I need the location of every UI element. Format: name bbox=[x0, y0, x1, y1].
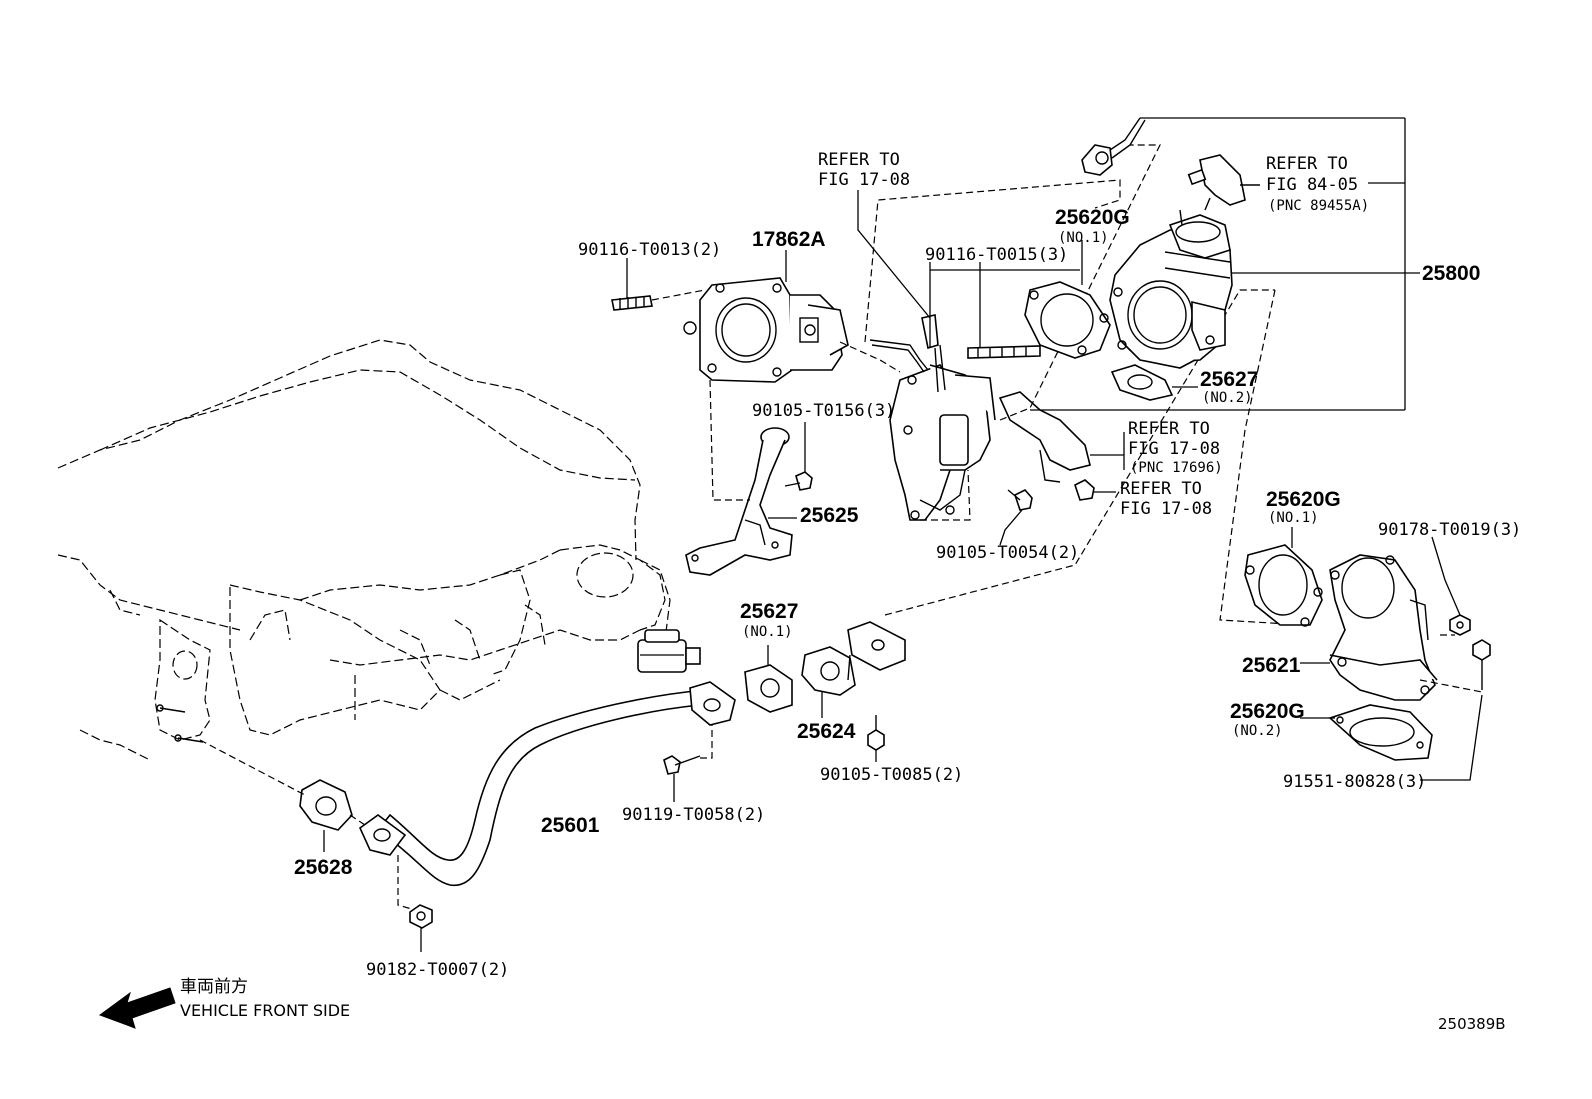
label-25628: 25628 bbox=[294, 856, 353, 879]
label-90116-t0013: 90116-T0013(2) bbox=[578, 240, 721, 260]
label-25620g-no1-sub: (NO.1) bbox=[1058, 230, 1109, 246]
labels: 90116-T0013(2) 17862A REFER TO FIG 17-08… bbox=[180, 150, 1521, 1033]
bolt-90119 bbox=[663, 755, 701, 775]
label-diagram-id: 250389B bbox=[1438, 1015, 1506, 1033]
label-25620g-no2: 25620G bbox=[1230, 700, 1305, 723]
label-25620g-no1: 25620G bbox=[1055, 206, 1130, 229]
label-25800: 25800 bbox=[1422, 262, 1480, 285]
gasket-25620g-no1-top bbox=[1024, 281, 1111, 359]
label-refer4-b: FIG 17-08 bbox=[1120, 499, 1212, 519]
bolt-refer-17-08 bbox=[1074, 479, 1095, 501]
engine-outline bbox=[57, 339, 671, 761]
label-90119-t0058: 90119-T0058(2) bbox=[622, 805, 765, 825]
gasket-25620g-no1-right bbox=[1244, 544, 1323, 627]
egr-pipe-25601 bbox=[359, 681, 736, 887]
label-refer1-a: REFER TO bbox=[818, 150, 900, 170]
label-front-jp: 車両前方 bbox=[180, 977, 248, 997]
nut-90182 bbox=[409, 904, 433, 929]
gasket-25627-no2 bbox=[1110, 364, 1174, 401]
label-25620g-no1-right: 25620G bbox=[1266, 488, 1341, 511]
label-90105-t0054: 90105-T0054(2) bbox=[936, 543, 1079, 563]
label-17862a: 17862A bbox=[752, 228, 826, 251]
label-25624: 25624 bbox=[797, 720, 856, 743]
label-25627-no2-sub: (NO.2) bbox=[1202, 390, 1253, 406]
label-25625: 25625 bbox=[800, 504, 859, 527]
label-refer3-c: (PNC 17696) bbox=[1130, 460, 1223, 476]
label-25620g-no2-sub: (NO.2) bbox=[1232, 723, 1283, 739]
bolt-91551 bbox=[1472, 639, 1491, 690]
label-25627-no1-sub: (NO.1) bbox=[742, 624, 793, 640]
label-front-en: VEHICLE FRONT SIDE bbox=[180, 1001, 350, 1020]
label-90116-t0015: 90116-T0015(3) bbox=[925, 245, 1068, 265]
elbow-25621 bbox=[1329, 554, 1438, 701]
label-25627-no1: 25627 bbox=[740, 600, 798, 623]
label-90182-t0007: 90182-T0007(2) bbox=[366, 960, 509, 980]
engine-actuator bbox=[637, 629, 701, 673]
gasket-25628 bbox=[299, 779, 353, 831]
top-connector bbox=[1081, 117, 1146, 176]
vacuum-hose bbox=[869, 314, 939, 373]
engine-studs bbox=[156, 704, 204, 743]
bolt-90105-t0085 bbox=[867, 715, 885, 751]
gasket-25620g-no2 bbox=[1328, 704, 1433, 761]
nut-90178 bbox=[1449, 614, 1471, 636]
label-refer4-a: REFER TO bbox=[1120, 479, 1202, 499]
part-25624 bbox=[801, 621, 906, 696]
gasket-25627-no1 bbox=[744, 664, 793, 713]
throttle-body-17862a bbox=[683, 277, 849, 383]
label-90105-t0156: 90105-T0156(3) bbox=[752, 401, 895, 421]
label-90105-t0085: 90105-T0085(2) bbox=[820, 765, 963, 785]
label-90178-t0019: 90178-T0019(3) bbox=[1378, 520, 1521, 540]
bracket-25625 bbox=[685, 427, 793, 576]
label-refer3-b: FIG 17-08 bbox=[1128, 439, 1220, 459]
label-25620g-no1-right-sub: (NO.1) bbox=[1268, 510, 1319, 526]
label-refer2-c: (PNC 89455A) bbox=[1268, 198, 1369, 214]
stud-90116-t0015 bbox=[967, 345, 1041, 359]
bolt-90105-t0156 bbox=[784, 471, 813, 491]
sensor-connector bbox=[1187, 154, 1260, 211]
stud-90116-t0013 bbox=[611, 295, 653, 311]
label-refer3-a: REFER TO bbox=[1128, 419, 1210, 439]
label-25621: 25621 bbox=[1242, 654, 1301, 677]
label-25601: 25601 bbox=[541, 814, 600, 837]
vehicle-front-arrow bbox=[98, 987, 176, 1029]
label-refer1-b: FIG 17-08 bbox=[818, 170, 910, 190]
egr-cooler-body bbox=[889, 344, 1091, 521]
label-91551-80828: 91551-80828(3) bbox=[1283, 772, 1426, 792]
label-refer2-b: FIG 84-05 bbox=[1266, 175, 1358, 195]
egr-valve-25800 bbox=[1109, 209, 1233, 369]
label-25627-no2: 25627 bbox=[1200, 368, 1258, 391]
label-refer2-a: REFER TO bbox=[1266, 154, 1348, 174]
bolt-90105-t0054 bbox=[1007, 489, 1033, 511]
